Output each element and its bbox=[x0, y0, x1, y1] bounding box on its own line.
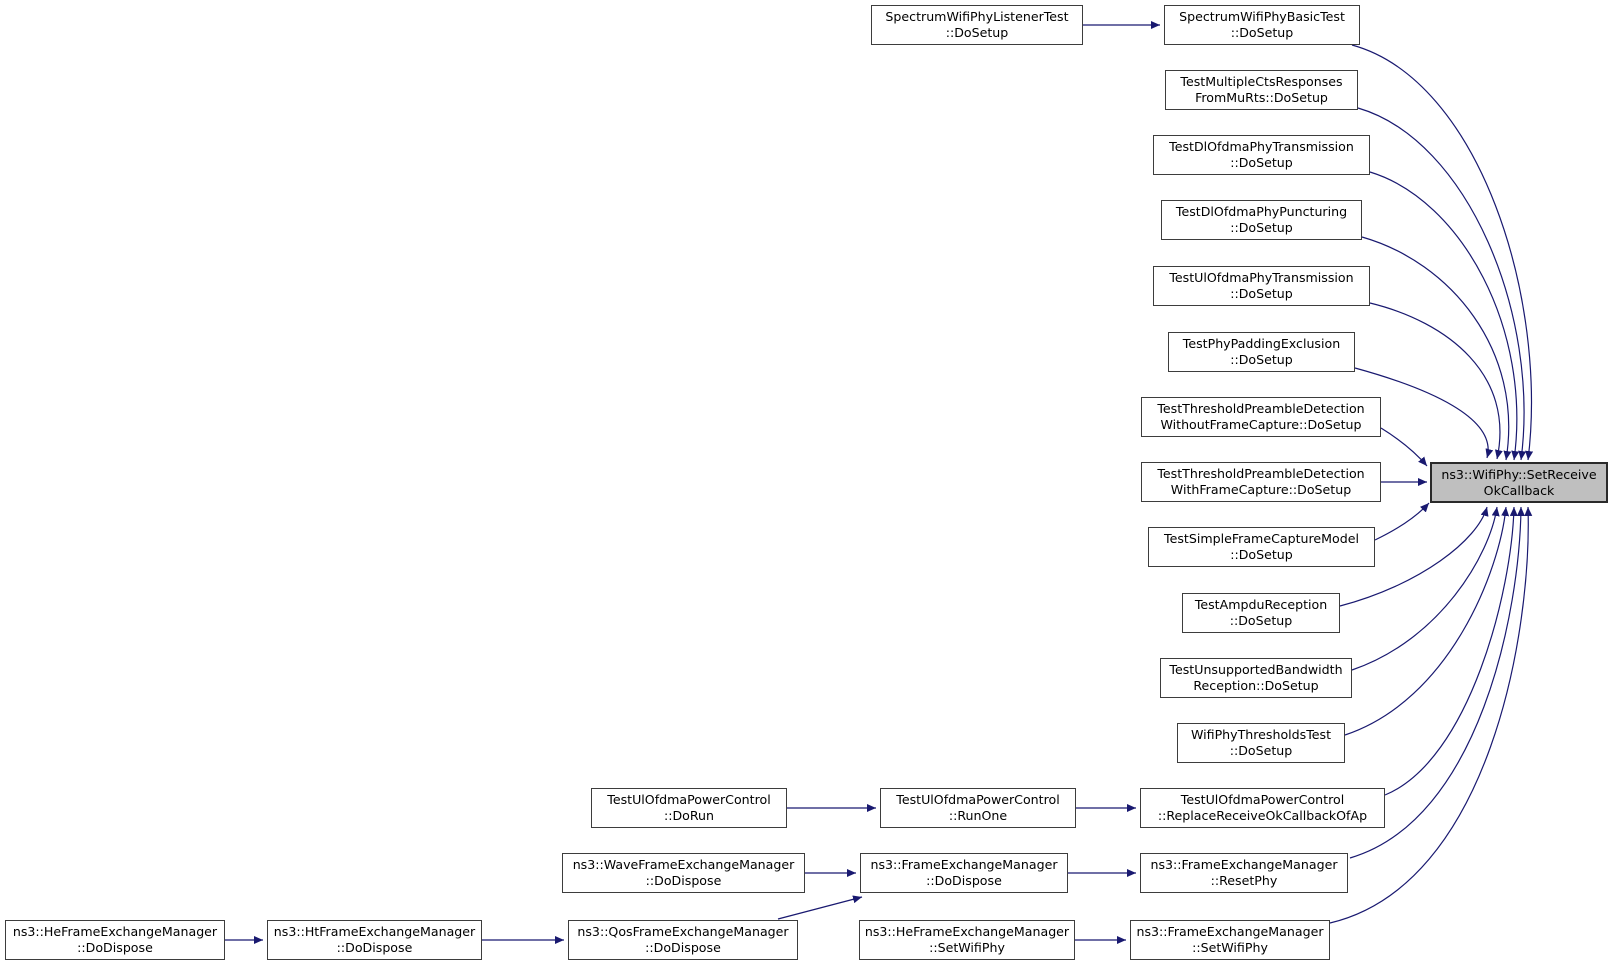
node-label-line2: ::DoSetup bbox=[1230, 155, 1293, 170]
node-label-line2: ::DoDispose bbox=[645, 873, 722, 888]
edge-dl-puncturing-to-target bbox=[1361, 236, 1512, 461]
node-he-frame-exchange-manager-do-dispose[interactable]: ns3::HeFrameExchangeManager ::DoDispose bbox=[5, 920, 225, 960]
node-test-dl-ofdma-phy-puncturing-do-setup[interactable]: TestDlOfdmaPhyPuncturing ::DoSetup bbox=[1161, 200, 1362, 240]
node-test-ul-ofdma-phy-transmission-do-setup[interactable]: TestUlOfdmaPhyTransmission ::DoSetup bbox=[1153, 266, 1370, 306]
node-label-line1: ns3::HeFrameExchangeManager bbox=[12, 924, 218, 939]
node-test-dl-ofdma-phy-transmission-do-setup[interactable]: TestDlOfdmaPhyTransmission ::DoSetup bbox=[1153, 135, 1370, 175]
node-test-simple-frame-capture-model-do-setup[interactable]: TestSimpleFrameCaptureModel ::DoSetup bbox=[1148, 527, 1375, 567]
edge-qos-dispose-to-fem-dispose bbox=[777, 895, 863, 920]
node-label-line2: WithoutFrameCapture::DoSetup bbox=[1160, 417, 1362, 432]
node-label-line2: ::DoDispose bbox=[77, 940, 153, 955]
node-label-line1: ns3::WifiPhy::SetReceive bbox=[1441, 466, 1597, 482]
node-test-threshold-preamble-detection-without-frame-capture-do-setup[interactable]: TestThresholdPreambleDetection WithoutFr… bbox=[1141, 397, 1381, 437]
edge-cts-to-target bbox=[1357, 107, 1527, 461]
node-he-frame-exchange-manager-set-wifi-phy[interactable]: ns3::HeFrameExchangeManager ::SetWifiPhy bbox=[859, 920, 1075, 960]
node-label-line1: TestUlOfdmaPowerControl bbox=[896, 792, 1060, 807]
node-test-ul-ofdma-power-control-run-one[interactable]: TestUlOfdmaPowerControl ::RunOne bbox=[880, 788, 1076, 828]
node-test-multiple-cts-responses-from-mu-rts-do-setup[interactable]: TestMultipleCtsResponses FromMuRts::DoSe… bbox=[1165, 70, 1358, 110]
edge-resetphy-to-target bbox=[1349, 506, 1525, 859]
node-label-line2: ::ResetPhy bbox=[1210, 873, 1278, 888]
node-label-line1: TestUlOfdmaPowerControl bbox=[607, 792, 771, 807]
node-label-line1: ns3::HeFrameExchangeManager bbox=[864, 924, 1070, 939]
node-wifi-phy-set-receive-ok-callback: ns3::WifiPhy::SetReceive OkCallback bbox=[1430, 462, 1608, 503]
node-label-line2: FromMuRts::DoSetup bbox=[1195, 90, 1328, 105]
node-label-line1: TestUlOfdmaPowerControl bbox=[1180, 792, 1345, 807]
node-label-line1: TestDlOfdmaPhyTransmission bbox=[1169, 139, 1354, 154]
node-label-line2: ::DoSetup bbox=[1230, 352, 1293, 367]
node-label-line1: TestThresholdPreambleDetection bbox=[1157, 401, 1365, 416]
node-ht-frame-exchange-manager-do-dispose[interactable]: ns3::HtFrameExchangeManager ::DoDispose bbox=[267, 920, 482, 960]
node-label-line1: ns3::WaveFrameExchangeManager bbox=[572, 857, 795, 872]
node-label-line2: ::DoSetup bbox=[1230, 220, 1293, 235]
node-label-line2: Reception::DoSetup bbox=[1193, 678, 1319, 693]
node-test-unsupported-bandwidth-reception-do-setup[interactable]: TestUnsupportedBandwidth Reception::DoSe… bbox=[1160, 658, 1352, 698]
node-qos-frame-exchange-manager-do-dispose[interactable]: ns3::QosFrameExchangeManager ::DoDispose bbox=[568, 920, 798, 960]
node-label-line1: ns3::FrameExchangeManager bbox=[1136, 924, 1324, 939]
node-label-line2: ::DoSetup bbox=[1229, 743, 1293, 758]
edge-fem-setwifiphy-to-target bbox=[1329, 506, 1533, 924]
node-label-line1: ns3::FrameExchangeManager bbox=[870, 857, 1058, 872]
edge-basic-to-target bbox=[1351, 44, 1534, 461]
node-label-line2: OkCallback bbox=[1483, 482, 1555, 498]
node-label-line2: ::DoSetup bbox=[1230, 547, 1293, 562]
node-label-line1: WifiPhyThresholdsTest bbox=[1190, 727, 1332, 742]
node-label-line2: ::RunOne bbox=[948, 808, 1008, 823]
node-label-line1: ns3::QosFrameExchangeManager bbox=[577, 924, 789, 939]
node-frame-exchange-manager-set-wifi-phy[interactable]: ns3::FrameExchangeManager ::SetWifiPhy bbox=[1130, 920, 1330, 960]
node-label-line1: TestDlOfdmaPhyPuncturing bbox=[1175, 204, 1348, 219]
edge-unsupported-to-target bbox=[1351, 506, 1500, 671]
node-spectrum-wifi-phy-basic-test-do-setup[interactable]: SpectrumWifiPhyBasicTest ::DoSetup bbox=[1164, 5, 1360, 45]
node-label-line1: ns3::HtFrameExchangeManager bbox=[273, 924, 476, 939]
edge-dl-transmission-to-target bbox=[1369, 171, 1520, 461]
node-label-line1: TestAmpduReception bbox=[1194, 597, 1328, 612]
node-label-line1: TestThresholdPreambleDetection bbox=[1157, 466, 1365, 481]
node-test-ul-ofdma-power-control-do-run[interactable]: TestUlOfdmaPowerControl ::DoRun bbox=[591, 788, 787, 828]
node-label-line2: ::DoRun bbox=[663, 808, 715, 823]
node-label-line1: TestSimpleFrameCaptureModel bbox=[1164, 531, 1359, 546]
node-label-line1: TestUlOfdmaPhyTransmission bbox=[1169, 270, 1354, 285]
node-label-line2: WithFrameCapture::DoSetup bbox=[1170, 482, 1352, 497]
edge-threshold-without-to-target bbox=[1380, 427, 1428, 467]
node-label-line2: ::SetWifiPhy bbox=[929, 940, 1005, 955]
node-test-phy-padding-exclusion-do-setup[interactable]: TestPhyPaddingExclusion ::DoSetup bbox=[1168, 332, 1355, 372]
node-test-ampdu-reception-do-setup[interactable]: TestAmpduReception ::DoSetup bbox=[1182, 593, 1340, 633]
node-label-line2: ::DoSetup bbox=[1230, 286, 1293, 301]
node-wave-frame-exchange-manager-do-dispose[interactable]: ns3::WaveFrameExchangeManager ::DoDispos… bbox=[562, 853, 805, 893]
node-frame-exchange-manager-reset-phy[interactable]: ns3::FrameExchangeManager ::ResetPhy bbox=[1140, 853, 1348, 893]
node-label-line1: SpectrumWifiPhyListenerTest bbox=[885, 9, 1069, 24]
node-label-line1: TestPhyPaddingExclusion bbox=[1182, 336, 1341, 351]
node-label-line2: ::DoSetup bbox=[1230, 25, 1294, 40]
node-spectrum-wifi-phy-listener-test-do-setup[interactable]: SpectrumWifiPhyListenerTest ::DoSetup bbox=[871, 5, 1083, 45]
node-test-threshold-preamble-detection-with-frame-capture-do-setup[interactable]: TestThresholdPreambleDetection WithFrame… bbox=[1141, 462, 1381, 502]
node-wifi-phy-thresholds-test-do-setup[interactable]: WifiPhyThresholdsTest ::DoSetup bbox=[1177, 723, 1345, 763]
node-label-line2: ::DoSetup bbox=[945, 25, 1009, 40]
edge-replace-to-target bbox=[1384, 506, 1518, 796]
edge-ampdu-to-target bbox=[1339, 506, 1489, 607]
node-label-line2: ::DoDispose bbox=[645, 940, 721, 955]
node-frame-exchange-manager-do-dispose[interactable]: ns3::FrameExchangeManager ::DoDispose bbox=[860, 853, 1068, 893]
node-label-line2: ::DoDispose bbox=[926, 873, 1002, 888]
node-test-ul-ofdma-power-control-replace-receive-ok-callback-of-ap[interactable]: TestUlOfdmaPowerControl ::ReplaceReceive… bbox=[1140, 788, 1385, 828]
node-label-line1: SpectrumWifiPhyBasicTest bbox=[1179, 9, 1345, 24]
node-label-line1: TestUnsupportedBandwidth bbox=[1169, 662, 1343, 677]
node-label-line1: ns3::FrameExchangeManager bbox=[1150, 857, 1338, 872]
edge-thresholds-test-to-target bbox=[1344, 506, 1510, 736]
node-label-line1: TestMultipleCtsResponses bbox=[1180, 74, 1343, 89]
edge-simple-capture-to-target bbox=[1374, 502, 1430, 541]
node-label-line2: ::DoDispose bbox=[336, 940, 413, 955]
node-label-line2: ::SetWifiPhy bbox=[1192, 940, 1268, 955]
node-label-line2: ::DoSetup bbox=[1229, 613, 1293, 628]
edge-padding-to-target bbox=[1354, 367, 1494, 459]
node-label-line2: ::ReplaceReceiveOkCallbackOfAp bbox=[1157, 808, 1368, 823]
edge-ul-transmission-to-target bbox=[1369, 302, 1503, 460]
